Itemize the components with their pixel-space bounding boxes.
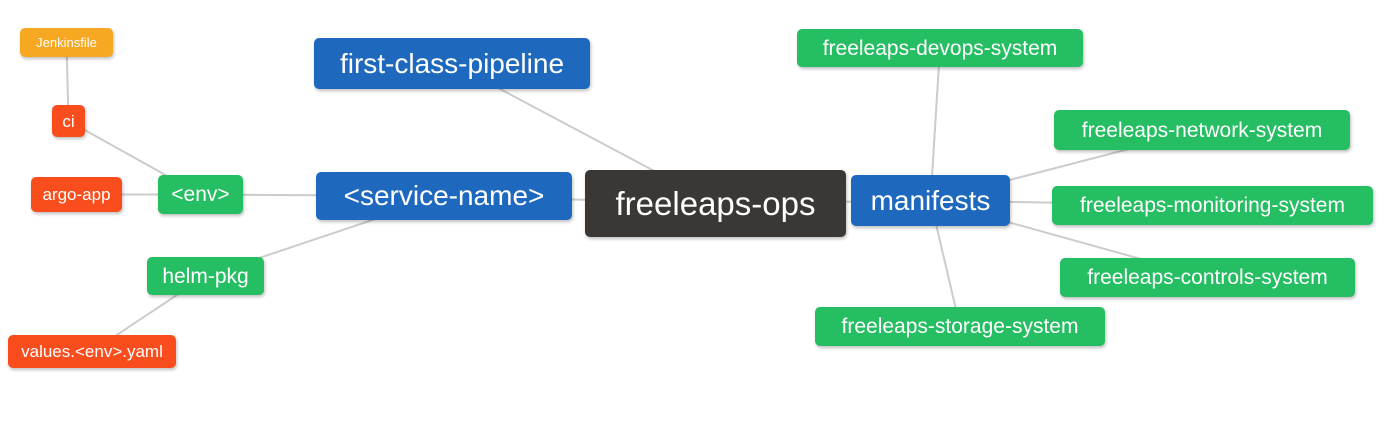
node-jenkinsfile[interactable]: Jenkinsfile xyxy=(20,28,113,57)
node-freeleaps-ops[interactable]: freeleaps-ops xyxy=(585,170,846,237)
node-freeleaps-storage-system[interactable]: freeleaps-storage-system xyxy=(815,307,1105,346)
node-helm-pkg[interactable]: helm-pkg xyxy=(147,257,264,295)
node-service-name[interactable]: <service-name> xyxy=(316,172,572,220)
node-argo-app[interactable]: argo-app xyxy=(31,177,122,212)
node-freeleaps-devops-system[interactable]: freeleaps-devops-system xyxy=(797,29,1083,67)
node-env[interactable]: <env> xyxy=(158,175,243,214)
node-manifests[interactable]: manifests xyxy=(851,175,1010,226)
node-freeleaps-network-system[interactable]: freeleaps-network-system xyxy=(1054,110,1350,150)
node-freeleaps-controls-system[interactable]: freeleaps-controls-system xyxy=(1060,258,1355,297)
node-first-class-pipeline[interactable]: first-class-pipeline xyxy=(314,38,590,89)
node-freeleaps-monitoring-system[interactable]: freeleaps-monitoring-system xyxy=(1052,186,1373,225)
node-values-env-yaml[interactable]: values.<env>.yaml xyxy=(8,335,176,368)
node-ci[interactable]: ci xyxy=(52,105,85,137)
